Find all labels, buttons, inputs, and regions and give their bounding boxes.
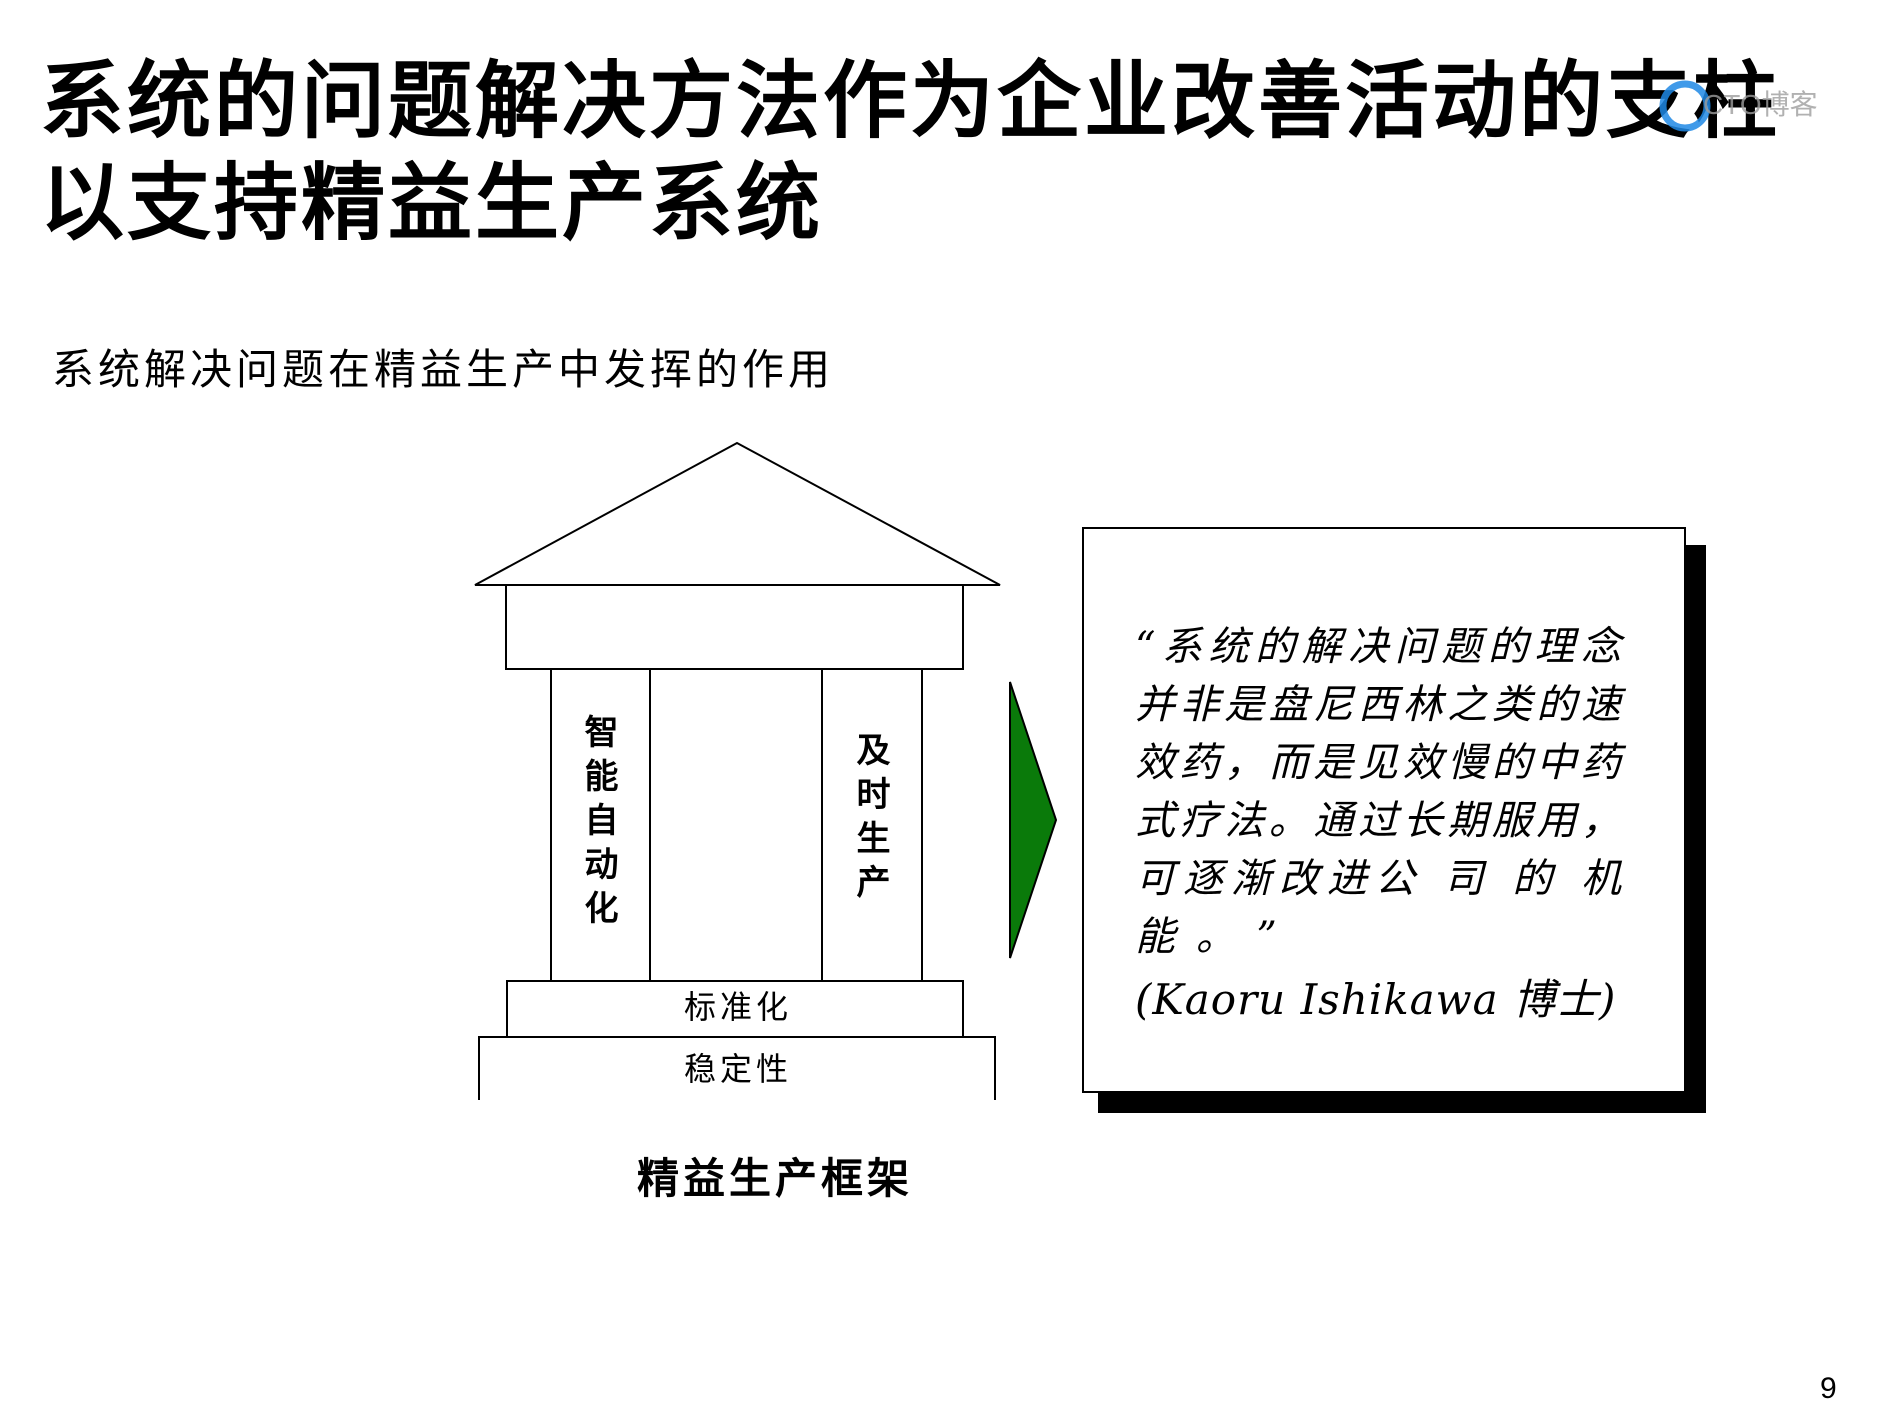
quote-author: (Kaoru Ishikawa 博士) [1135, 975, 1617, 1024]
right-pillar-label: 及时生产 [850, 732, 890, 908]
page-number: 9 [1820, 1372, 1837, 1405]
slide-title: 系统的问题解决方法作为企业改善活动的支柱以支持精益生产系统 [40, 51, 1781, 252]
temple-beam [505, 584, 964, 670]
temple-caption: 精益生产框架 [636, 1154, 913, 1203]
quote-text: “系统的解决问题的理念 并非是盘尼西林之类的速效药，而是见效慢的中药式疗法。通过… [1135, 624, 1625, 960]
foundation-top-label: 标准化 [683, 988, 792, 1026]
quote-box [1082, 527, 1686, 1093]
left-pillar-label: 智能自动化 [578, 714, 618, 934]
temple-foundation-bottom [478, 1036, 996, 1100]
watermark-logo: CTO博客 [1659, 80, 1818, 132]
lean-production-temple-diagram [474, 441, 1001, 1100]
svg-text:CTO博客: CTO博客 [1703, 89, 1818, 120]
arrow-right-icon [1009, 681, 1058, 959]
foundation-bottom-label: 稳定性 [683, 1050, 792, 1088]
temple-roof [474, 441, 1001, 586]
temple-pillar-left [550, 668, 651, 982]
temple-foundation-top [506, 980, 964, 1038]
slide-subtitle: 系统解决问题在精益生产中发挥的作用 [52, 345, 835, 394]
temple-pillar-right [821, 668, 923, 982]
